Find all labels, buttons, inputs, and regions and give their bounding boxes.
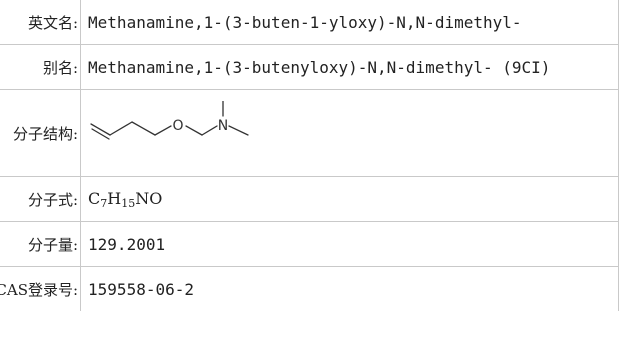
bond-c1-c2-double [91,128,110,140]
bond-c2-c3 [109,121,133,136]
formula-c: C [88,188,101,208]
row-weight: 分子量: 129.2001 [0,221,619,267]
formula-value: C7H15NO [80,176,619,222]
oxygen-atom: O [173,118,184,134]
cas-label: CAS登录号: [0,266,82,311]
row-structure: 分子结构: O N [0,89,619,177]
bond-c4-o [154,125,172,136]
bond-n-methyl-right [228,125,249,136]
structure-label: 分子结构: [0,89,82,177]
bond-c1-c2 [90,123,111,136]
molecular-structure-image: O N [90,98,249,140]
weight-label: 分子量: [0,221,82,267]
compound-properties-table: 英文名: Methanamine,1-(3-buten-1-yloxy)-N,N… [0,0,619,311]
formula-label: 分子式: [0,176,82,222]
weight-value: 129.2001 [80,221,619,267]
row-synonym: 别名: Methanamine,1-(3-butenyloxy)-N,N-dim… [0,44,619,90]
formula-c-count: 7 [100,196,108,210]
row-cas: CAS登录号: 159558-06-2 [0,266,619,311]
nitrogen-atom: N [218,118,228,134]
english-name-value: Methanamine,1-(3-buten-1-yloxy)-N,N-dime… [80,0,619,45]
cas-value: 159558-06-2 [80,266,619,311]
row-formula: 分子式: C7H15NO [0,176,619,222]
formula-h: H [107,188,122,208]
structure-cell: O N [80,89,619,177]
row-english-name: 英文名: Methanamine,1-(3-buten-1-yloxy)-N,N… [0,0,619,45]
formula-h-count: 15 [121,196,136,210]
formula-no: NO [135,188,163,208]
synonym-label: 别名: [0,44,82,90]
bond-o-c5 [185,125,203,136]
bond-c5-n [201,125,218,136]
synonym-value: Methanamine,1-(3-butenyloxy)-N,N-dimethy… [80,44,619,90]
bond-c3-c4 [131,121,156,136]
english-name-label: 英文名: [0,0,82,45]
